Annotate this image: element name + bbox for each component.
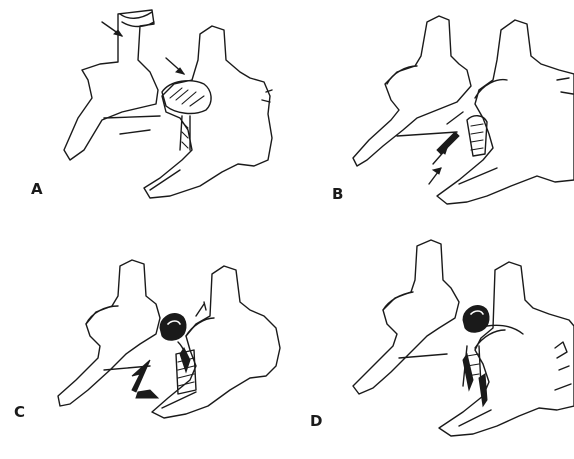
panel-b-drawing [287, 0, 574, 229]
panel-d-facet-ball [463, 306, 489, 333]
panel-a-drawing [0, 0, 287, 229]
panel-c-front-vertebra [152, 266, 280, 418]
panel-a: A [0, 0, 287, 229]
panel-b: B [287, 0, 574, 229]
panel-b-front-vertebra [437, 20, 574, 204]
panel-b-back-vertebra [353, 16, 471, 166]
panel-c: C [0, 230, 287, 459]
panel-label-b: B [332, 187, 343, 202]
panel-d-drawing [287, 230, 574, 459]
panel-d-back-vertebra [353, 240, 459, 394]
panel-label-d: D [310, 414, 322, 429]
panel-c-back-vertebra [58, 260, 160, 406]
panel-d-front-vertebra [439, 262, 574, 436]
panel-d: D [287, 230, 574, 459]
panel-label-a: A [31, 182, 43, 197]
panel-label-c: C [14, 405, 25, 420]
panel-c-drawing [0, 230, 287, 459]
panel-a-back-vertebra [64, 10, 158, 160]
panel-c-facet-ball [160, 314, 186, 341]
panel-b-arrow-b [433, 168, 441, 174]
panel-d-arrow-b [479, 374, 487, 406]
panel-d-fracture-marks [555, 342, 569, 370]
panel-a-facet [162, 81, 211, 114]
panel-a-front-vertebra [144, 26, 272, 198]
panel-c-arrow-left [132, 360, 150, 392]
